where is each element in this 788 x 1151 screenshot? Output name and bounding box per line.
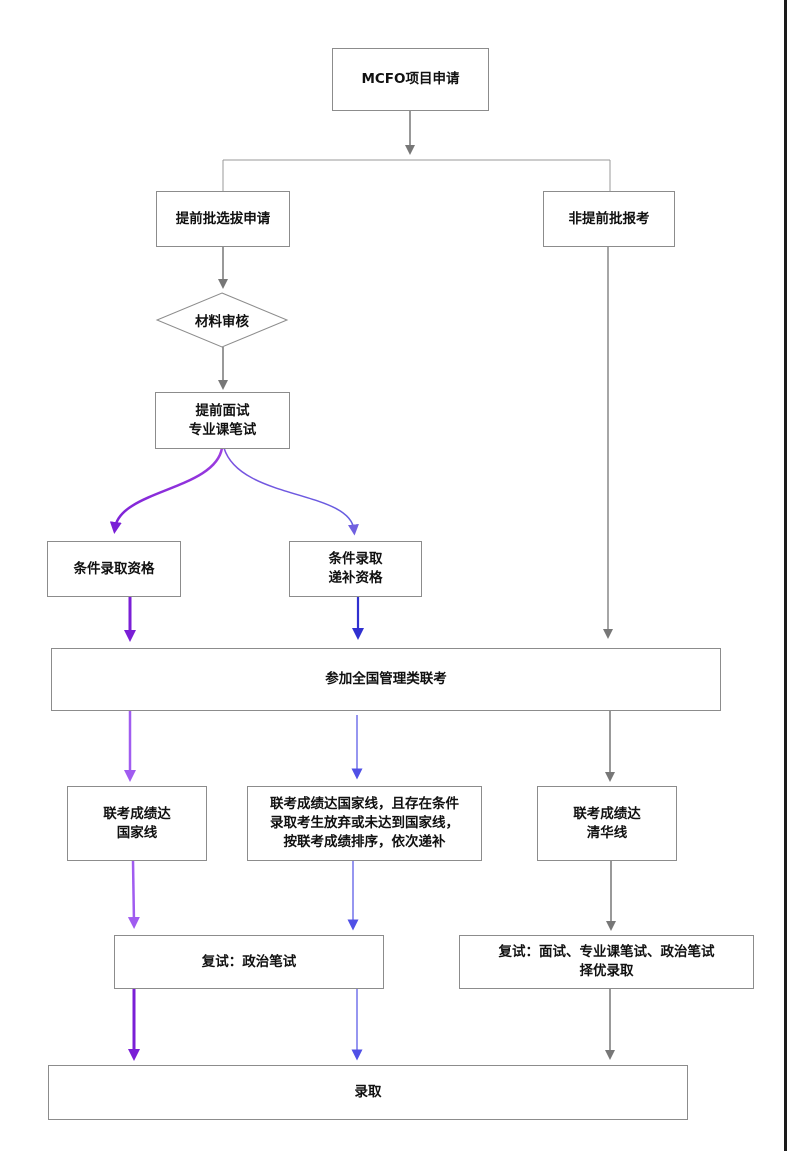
node-non-early: 非提前批报考 xyxy=(543,191,675,247)
node-interview: 提前面试 专业课笔试 xyxy=(155,392,290,449)
node-cond-backup: 条件录取 递补资格 xyxy=(289,541,422,597)
node-reach-national: 联考成绩达 国家线 xyxy=(67,786,207,861)
node-reach-tsinghua: 联考成绩达 清华线 xyxy=(537,786,677,861)
connector-interview-to-cond-admit xyxy=(109,447,224,534)
node-retest-politics: 复试：政治笔试 xyxy=(114,935,384,989)
node-cond-admit: 条件录取资格 xyxy=(47,541,181,597)
node-retest-full: 复试：面试、专业课笔试、政治笔试 择优录取 xyxy=(459,935,754,989)
node-review: 材料审核 xyxy=(195,314,249,330)
right-edge-border xyxy=(784,0,787,1151)
connector-national-to-politics xyxy=(127,860,140,929)
node-admit: 录取 xyxy=(48,1065,688,1120)
node-backup-rule: 联考成绩达国家线，且存在条件 录取考生放弃或未达到国家线， 按联考成绩排序，依次… xyxy=(247,786,482,861)
review-diamond xyxy=(155,292,289,348)
node-early-batch: 提前批选拔申请 xyxy=(156,191,290,247)
connector-interview-to-cond-backup xyxy=(223,447,359,536)
node-apply: MCFO项目申请 xyxy=(332,48,489,111)
node-exam: 参加全国管理类联考 xyxy=(51,648,721,711)
